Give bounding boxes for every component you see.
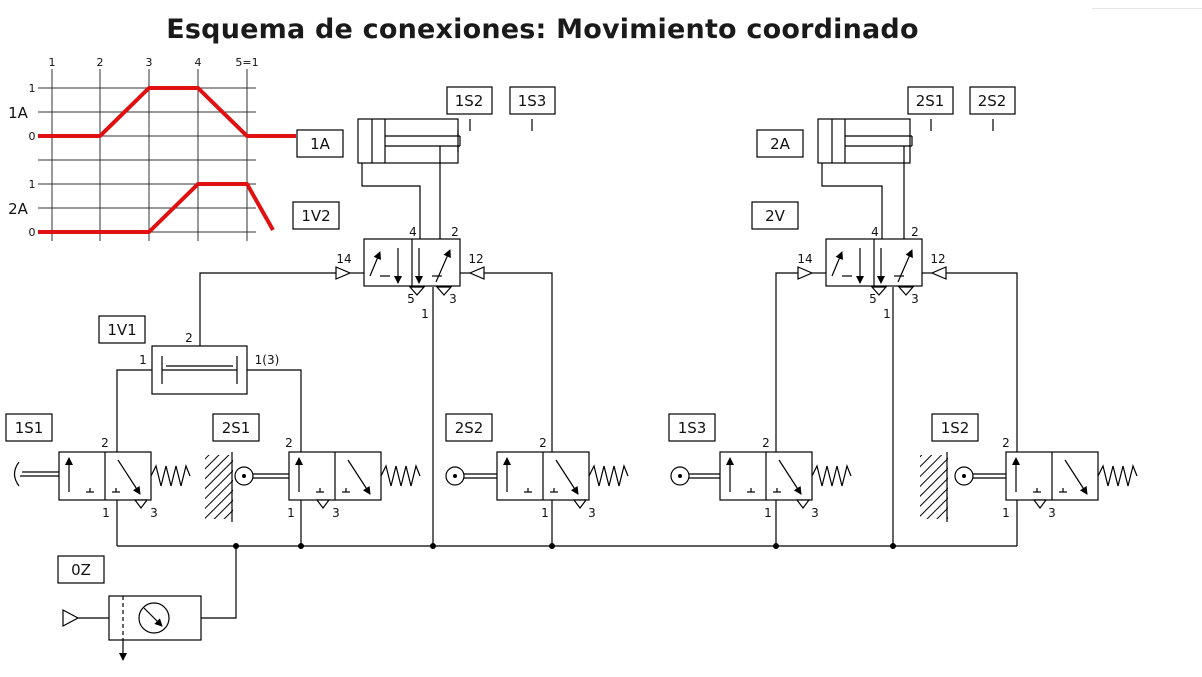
cyl1-sensor-b-label: 1S3 bbox=[518, 92, 547, 110]
valve-2s1-label: 2S1 bbox=[222, 419, 251, 437]
valve-1v2-port-14: 14 bbox=[336, 252, 351, 266]
cylinder-2a bbox=[817, 118, 994, 164]
valve-1s1-port-3: 3 bbox=[150, 506, 158, 520]
valve-2s2 bbox=[445, 451, 629, 509]
valve-1s1-port-1: 1 bbox=[102, 506, 110, 520]
actuator-name-1a: 1A bbox=[8, 104, 29, 122]
valve-1v2-port-12: 12 bbox=[468, 252, 483, 266]
cyl1-sensor-b-box bbox=[509, 86, 556, 115]
valve-2v-port-4: 4 bbox=[871, 225, 879, 239]
shuttle-port-1: 1 bbox=[139, 353, 147, 367]
cylinder-2a-label-box bbox=[756, 129, 804, 158]
valve-1s1-port-2: 2 bbox=[101, 436, 109, 450]
valve-2v bbox=[797, 238, 947, 296]
valve-1v2-port-1: 1 bbox=[421, 307, 429, 321]
shuttle-port-2: 2 bbox=[185, 331, 193, 345]
pneumatic-lines bbox=[116, 146, 1018, 619]
valve-2s1-port-1: 1 bbox=[287, 506, 295, 520]
motion-trace-2a bbox=[38, 182, 275, 234]
valve-2v-port-2: 2 bbox=[911, 225, 919, 239]
junction-dots bbox=[233, 543, 896, 549]
level-1a-low: 0 bbox=[29, 130, 36, 143]
valve-2s1-port-3: 3 bbox=[332, 506, 340, 520]
valve-1v2-port-4: 4 bbox=[409, 225, 417, 239]
cylinder-2a-label: 2A bbox=[770, 135, 791, 153]
valve-2v-port-3: 3 bbox=[911, 292, 919, 306]
valve-1s2-port-2: 2 bbox=[1002, 436, 1010, 450]
step-label-2: 2 bbox=[97, 56, 104, 69]
cyl1-sensor-a-box bbox=[446, 86, 493, 115]
service-0z-label: 0Z bbox=[71, 561, 91, 579]
shuttle-port-1-3: 1(3) bbox=[255, 353, 280, 367]
shuttle-1v1-label: 1V1 bbox=[107, 321, 136, 339]
service-0z-label-box bbox=[57, 555, 105, 584]
valve-2s2-label-box bbox=[445, 413, 493, 442]
valve-1s2 bbox=[920, 451, 1138, 522]
cyl1-sensor-a-label: 1S2 bbox=[455, 92, 484, 110]
valve-1s2-label-box bbox=[931, 413, 979, 442]
valve-2v-port-12: 12 bbox=[930, 252, 945, 266]
step-label-4: 4 bbox=[195, 56, 202, 69]
valve-1v2-port-5: 5 bbox=[407, 292, 415, 306]
cyl2-sensor-a-box bbox=[907, 86, 954, 115]
shuttle-valve-1v1 bbox=[151, 345, 248, 395]
level-2a-low: 0 bbox=[29, 226, 36, 239]
valve-1s3-label-box bbox=[668, 413, 716, 442]
valve-1s1-label: 1S1 bbox=[15, 419, 44, 437]
valve-2v-port-5: 5 bbox=[869, 292, 877, 306]
level-1a-high: 1 bbox=[29, 82, 36, 95]
step-label-5: 5=1 bbox=[235, 56, 258, 69]
service-unit-0z bbox=[62, 595, 202, 661]
step-label-3: 3 bbox=[146, 56, 153, 69]
cylinder-1a bbox=[357, 118, 533, 164]
valve-2v-port-14: 14 bbox=[797, 252, 812, 266]
valve-1s1 bbox=[13, 451, 191, 509]
valve-1s3-label: 1S3 bbox=[678, 419, 707, 437]
valve-1v2-port-2: 2 bbox=[451, 225, 459, 239]
valve-2v-label-box bbox=[751, 201, 799, 230]
cylinder-1a-label: 1A bbox=[310, 135, 331, 153]
valve-2s2-label: 2S2 bbox=[455, 419, 484, 437]
valve-2v-label: 2V bbox=[765, 207, 786, 225]
valve-1v2-label: 1V2 bbox=[301, 207, 330, 225]
valve-1v2-label-box bbox=[292, 201, 340, 230]
cylinder-1a-label-box bbox=[296, 129, 344, 158]
valve-2s1-port-2: 2 bbox=[285, 436, 293, 450]
cyl2-sensor-a-label: 2S1 bbox=[916, 92, 945, 110]
valve-2s1 bbox=[205, 451, 421, 522]
valve-1s2-port-1: 1 bbox=[1002, 506, 1010, 520]
step-label-1: 1 bbox=[49, 56, 56, 69]
valve-2s2-port-3: 3 bbox=[588, 506, 596, 520]
valve-1s1-label-box bbox=[5, 413, 53, 442]
valve-1s3-port-1: 1 bbox=[764, 506, 772, 520]
valve-2s2-port-2: 2 bbox=[539, 436, 547, 450]
motion-trace-1a bbox=[38, 86, 296, 138]
cyl2-sensor-b-box bbox=[969, 86, 1016, 115]
valve-1s2-label: 1S2 bbox=[941, 419, 970, 437]
level-2a-high: 1 bbox=[29, 178, 36, 191]
valve-1s2-port-3: 3 bbox=[1048, 506, 1056, 520]
valve-1s3 bbox=[670, 451, 852, 509]
actuator-name-2a: 2A bbox=[8, 200, 29, 218]
diagram-title: Esquema de conexiones: Movimiento coordi… bbox=[166, 14, 919, 45]
valve-2v-port-1: 1 bbox=[883, 307, 891, 321]
valve-1v2-port-3: 3 bbox=[449, 292, 457, 306]
motion-grid bbox=[38, 69, 256, 241]
motion-step-diagram: 1 2 3 4 5=1 1 1A 0 1 2A 0 bbox=[8, 56, 296, 241]
top-edge-rule bbox=[1092, 0, 1202, 9]
valve-1s3-port-2: 2 bbox=[762, 436, 770, 450]
valve-2s1-label-box bbox=[212, 413, 260, 442]
valve-1v2 bbox=[335, 238, 485, 296]
cyl2-sensor-b-label: 2S2 bbox=[978, 92, 1007, 110]
valve-2s2-port-1: 1 bbox=[541, 506, 549, 520]
valve-1s3-port-3: 3 bbox=[811, 506, 819, 520]
shuttle-1v1-label-box bbox=[98, 315, 146, 344]
